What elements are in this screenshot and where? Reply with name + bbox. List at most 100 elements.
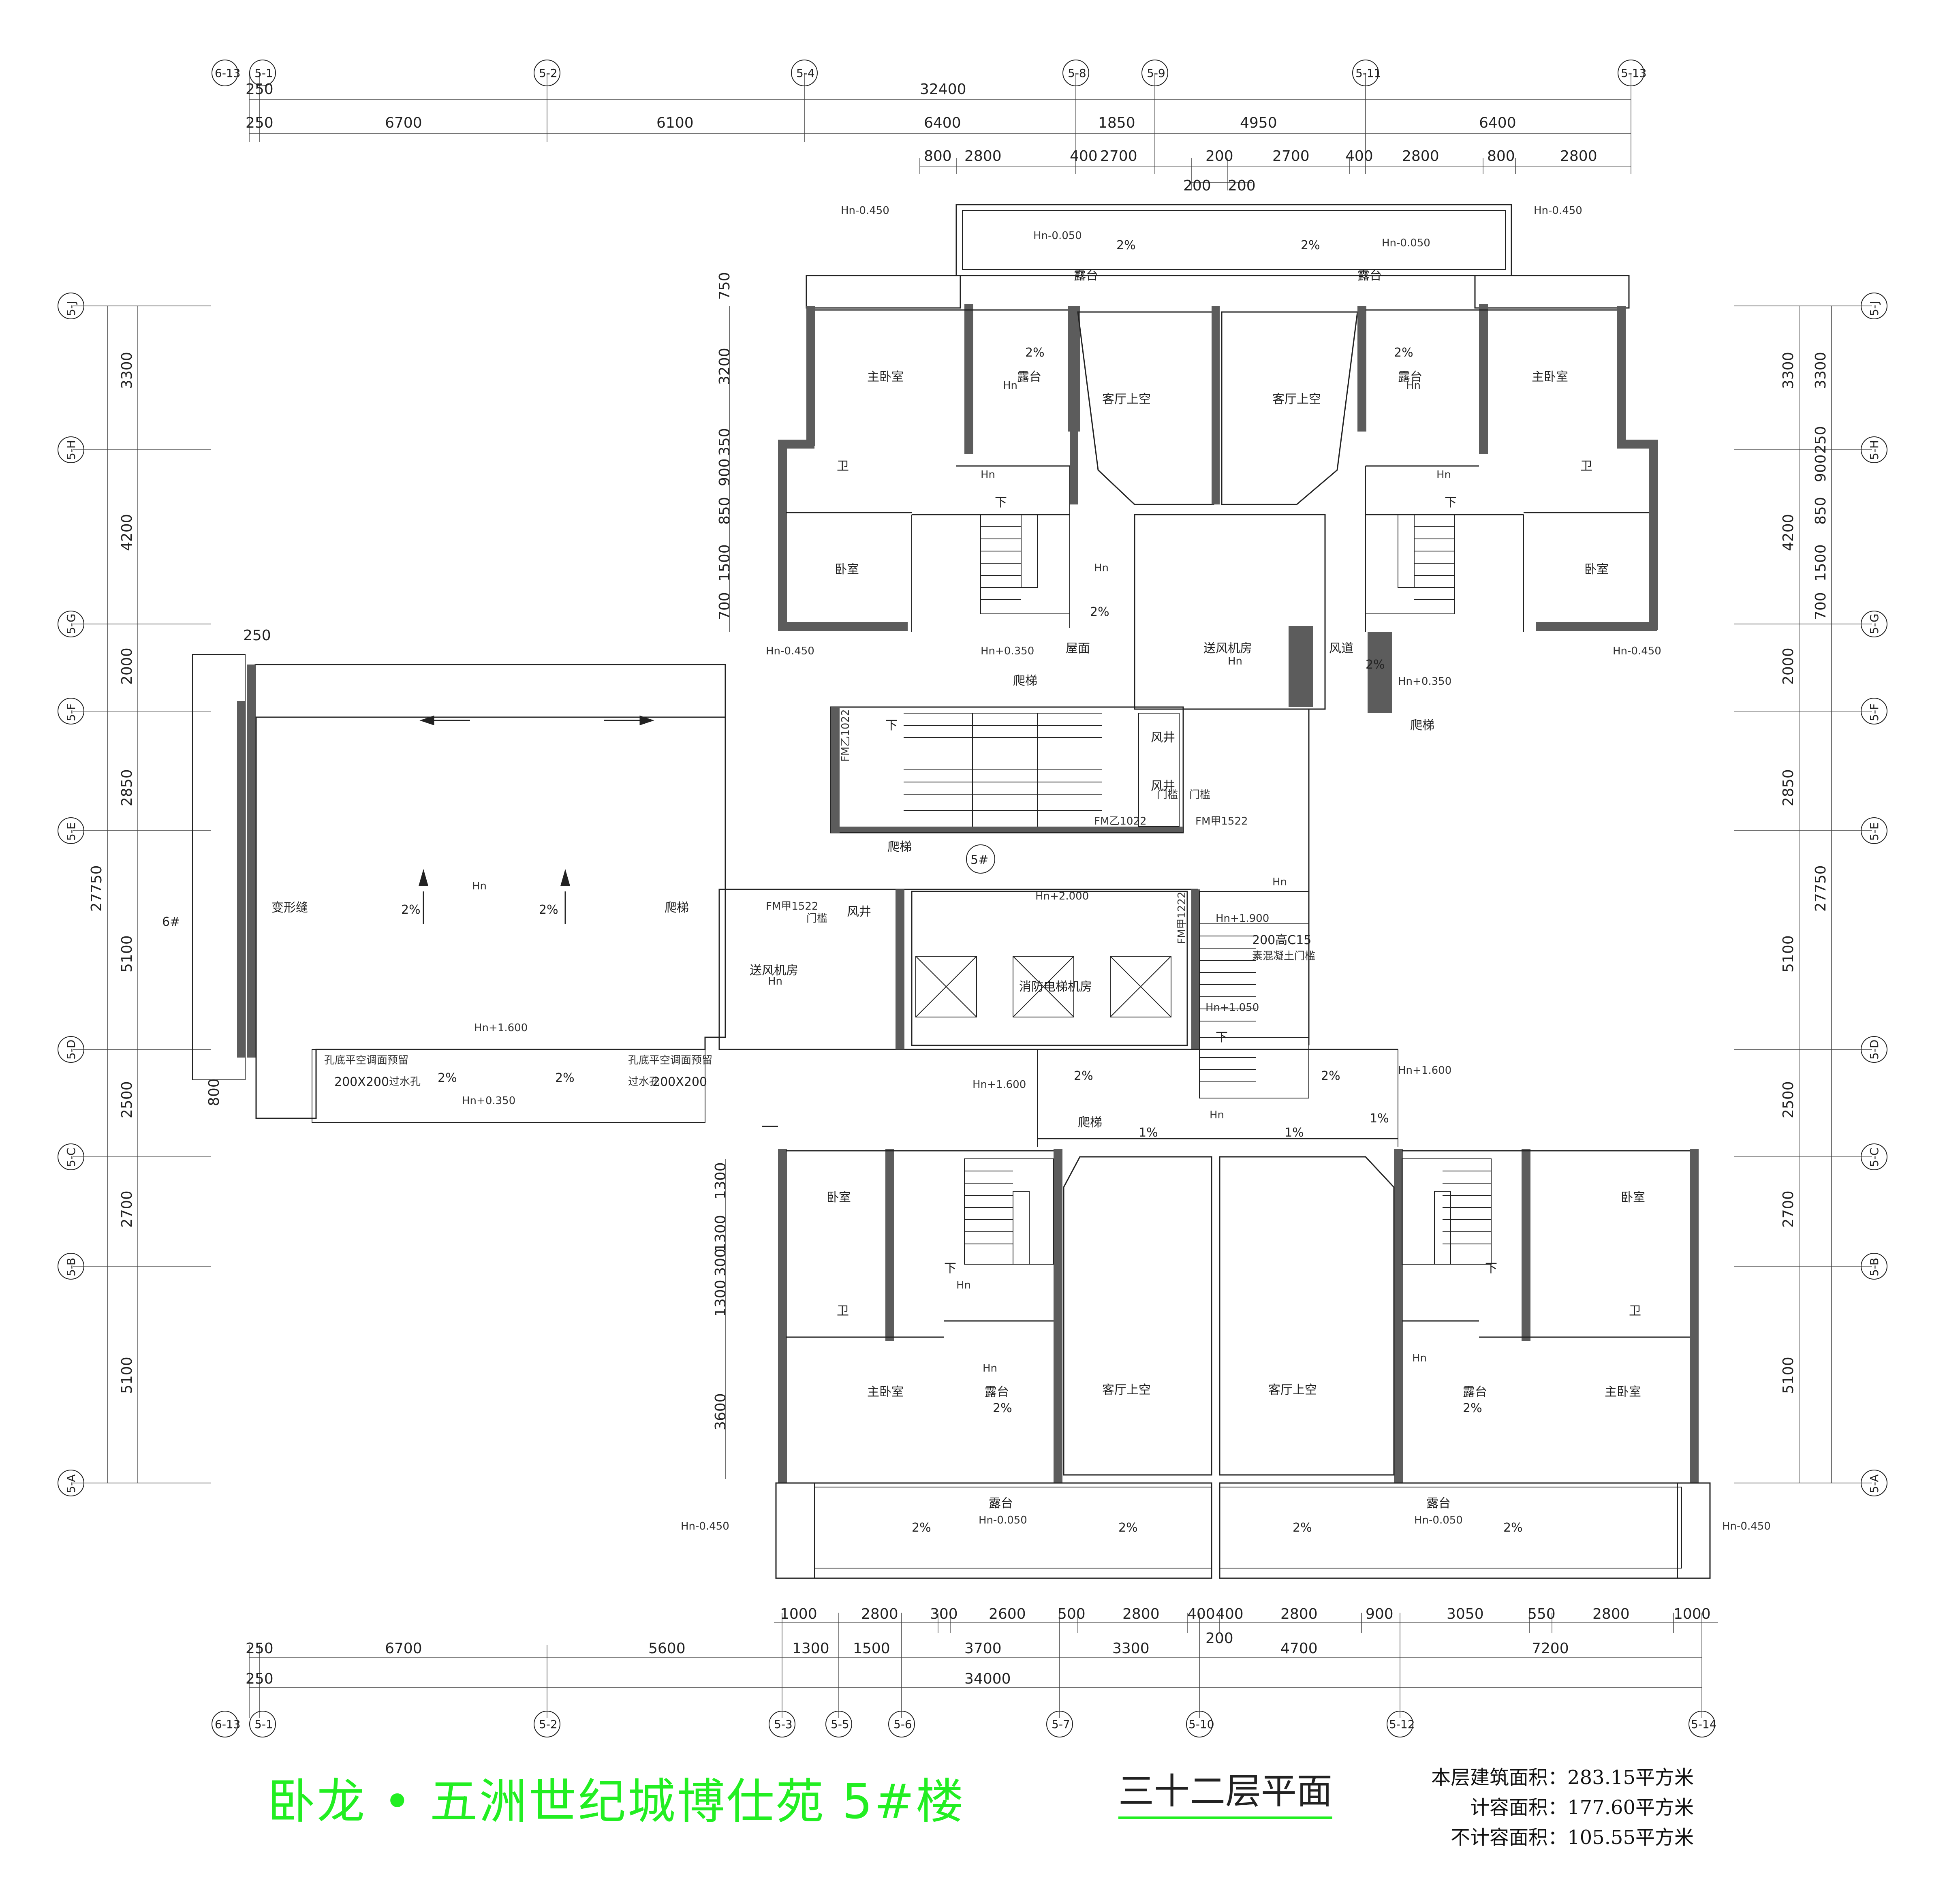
- right-span-3: 2000: [1780, 647, 1797, 685]
- label-roof: 屋面: [1066, 641, 1090, 656]
- tag-vent-note: 孔底平空调面预留: [324, 1054, 408, 1066]
- right-span-5: 5100: [1780, 935, 1797, 972]
- grid-bubble: 5-J: [1861, 293, 1887, 319]
- right-dimension-chains: 27750 3300 4200 2000 2850 5100 2500 2700…: [1734, 306, 1872, 1483]
- tag-hn-p1900: Hn+1.900: [1216, 912, 1269, 925]
- top-total-dim: 32400: [920, 81, 966, 98]
- right-span-4: 2850: [1780, 769, 1797, 806]
- bottom-span-2: 5600: [648, 1640, 686, 1657]
- svg-text:5-G: 5-G: [1868, 613, 1881, 634]
- top-span-dim-5: 4950: [1240, 115, 1277, 131]
- tag-slope-1pct: 1%: [1139, 1126, 1158, 1140]
- grid-bubble: 5-13: [1618, 60, 1647, 86]
- left-inner-4: 900: [716, 458, 733, 486]
- svg-text:5-4: 5-4: [796, 66, 815, 80]
- top-sub-dim-3: 400: [1070, 148, 1098, 165]
- bottom-sub-1: 1000: [780, 1606, 817, 1622]
- svg-text:5-C: 5-C: [1868, 1148, 1881, 1167]
- bottom-edge-b: 250: [246, 1671, 274, 1687]
- top-sub-dim-10: 2800: [1560, 148, 1597, 165]
- left-span-4: 2850: [119, 769, 135, 806]
- left-inner-b4: 1300: [712, 1280, 729, 1317]
- grid-bubble: 5-F: [58, 698, 84, 724]
- svg-text:5-5: 5-5: [831, 1718, 849, 1731]
- tag-hn-m0450: Hn-0.450: [1534, 205, 1582, 217]
- area-counted: 计容面积：177.60平方米: [1470, 1796, 1694, 1819]
- grid-bubble: 5-F: [1861, 698, 1887, 724]
- grid-bubble: 5-H: [58, 436, 84, 463]
- bottom-span-4: 1500: [853, 1640, 890, 1657]
- grid-bubble: 5-J: [58, 293, 84, 319]
- right-span-1: 3300: [1780, 352, 1797, 389]
- grid-bubble: 5-14: [1689, 1711, 1717, 1737]
- tag-hn: Hn: [472, 880, 487, 892]
- tag-hn-m0450: Hn-0.450: [841, 205, 889, 217]
- tag-slope: 2%: [1116, 238, 1136, 252]
- label-door-sill: 门槛: [1157, 789, 1178, 801]
- tag-hn-p0350: Hn+0.350: [981, 645, 1034, 657]
- grid-bubble: 5-H: [1861, 436, 1887, 463]
- tag-door-fm1522: FM甲1522: [1195, 815, 1248, 827]
- tag-slope: 2%: [1463, 1401, 1482, 1415]
- left-inner-b5: 3600: [712, 1393, 729, 1430]
- top-edge-dim-b: 250: [246, 115, 274, 131]
- tag-hn-p2000: Hn+2.000: [1035, 890, 1089, 902]
- bottom-grid-bubbles: 6-13 5-1 5-2 5-3 5-5 5-6 5-7 5-10 5-12 5…: [212, 1711, 1717, 1737]
- right-inner-3: 250: [1812, 426, 1829, 454]
- room-labels: 主卧室 主卧室 主卧室 主卧室 卧室 卧室 卧室 卧室 露台 露台 露台 露台 …: [271, 269, 1645, 1511]
- tag-hn-p1050: Hn+1.050: [1205, 1002, 1259, 1014]
- svg-text:5-D: 5-D: [1868, 1040, 1881, 1060]
- grid-bubble: 5-E: [1861, 817, 1887, 844]
- left-inner-5: 850: [716, 497, 733, 525]
- label-living-void: 客厅上空: [1268, 1383, 1317, 1397]
- right-span-6: 2500: [1780, 1081, 1797, 1118]
- label-bedroom: 卧室: [827, 1190, 851, 1205]
- left-inner-b3: 300: [712, 1248, 729, 1276]
- left-span-5: 5100: [119, 935, 135, 972]
- top-sub-dim-8: 2800: [1402, 148, 1439, 165]
- svg-text:5-8: 5-8: [1068, 66, 1086, 80]
- label-air-shaft: 风井: [1151, 779, 1175, 793]
- bottom-dimension-chains: 1000 2800 300 2600 500 2800 400 400 2800…: [246, 1606, 1718, 1718]
- svg-text:5-14: 5-14: [1691, 1718, 1717, 1731]
- bottom-span-1: 6700: [385, 1640, 422, 1657]
- svg-text:5-13: 5-13: [1621, 66, 1647, 80]
- label-living-void: 客厅上空: [1102, 392, 1151, 406]
- label-wind-duct: 风道: [1329, 641, 1353, 656]
- top-span-dim-3: 6400: [924, 115, 961, 131]
- top-mid-dim-b: 200: [1228, 177, 1256, 194]
- middle-core: 5#: [718, 706, 1310, 1098]
- label-bath: 卫: [1580, 459, 1592, 473]
- tag-hn: Hn: [981, 469, 995, 481]
- left-span-3: 2000: [119, 647, 135, 685]
- tag-hn-p1600: Hn+1.600: [1398, 1064, 1451, 1077]
- label-terrace: 露台: [1357, 269, 1382, 283]
- label-deformation-joint: 变形缝: [271, 901, 308, 915]
- tag-slope: 2%: [1394, 346, 1413, 360]
- bottom-span-6: 3300: [1112, 1640, 1150, 1657]
- top-sub-dim-6: 2700: [1272, 148, 1310, 165]
- label-bath: 卫: [837, 1304, 849, 1318]
- tag-vent-hole: 过水孔: [389, 1076, 421, 1088]
- top-span-dim-1: 6700: [385, 115, 422, 131]
- tag-hn: Hn: [1094, 562, 1109, 574]
- tag-slope: 2%: [1118, 1521, 1138, 1535]
- lower-units: [762, 1049, 1711, 1579]
- upper-units: [778, 204, 1658, 713]
- svg-text:5-G: 5-G: [64, 613, 78, 634]
- grid-bubble: 5-D: [58, 1036, 84, 1063]
- tag-hn-p0350: Hn+0.350: [1398, 675, 1451, 688]
- grid-bubble: 5-6: [888, 1711, 915, 1737]
- tag-hn: Hn: [956, 1279, 971, 1291]
- bottom-span-8: 7200: [1532, 1640, 1569, 1657]
- grid-bubble: 5-5: [825, 1711, 852, 1737]
- grid-bubble: 5-4: [791, 60, 818, 86]
- label-ladder: 爬梯: [1078, 1115, 1102, 1130]
- elevation-tags: Hn-0.450 Hn-0.450 Hn-0.450 Hn-0.450 Hn-0…: [324, 205, 1771, 1535]
- tag-hn: Hn: [1412, 1352, 1427, 1364]
- grid-bubble: 5-C: [58, 1143, 84, 1170]
- label-air-supply-room: 送风机房: [1203, 641, 1252, 656]
- svg-text:5-1: 5-1: [254, 1718, 273, 1731]
- label-master-bedroom: 主卧室: [1532, 370, 1568, 384]
- grid-bubble: 5-3: [769, 1711, 795, 1737]
